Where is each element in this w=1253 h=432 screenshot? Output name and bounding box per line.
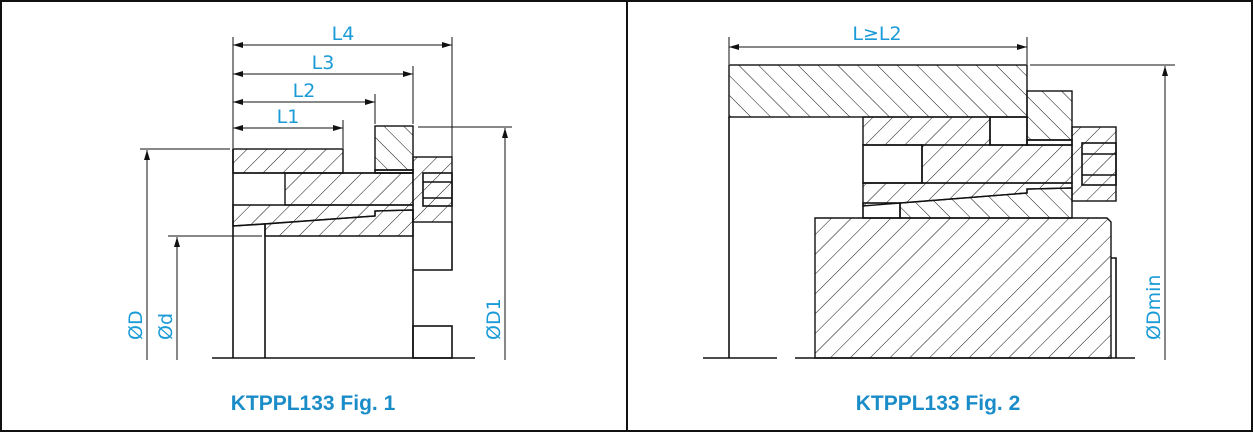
svg-text:L≥L2: L≥L2 — [852, 23, 901, 45]
svg-text:ØDmin: ØDmin — [1143, 275, 1165, 340]
figure-2: L≥L2 ØDmin KTPPL133 Fig. 2 — [703, 23, 1175, 415]
dim-L2: L2 — [233, 80, 375, 105]
dim-L1: L1 — [233, 106, 343, 131]
dim-d: Ød — [155, 235, 262, 360]
dim-L-ge-L2: L≥L2 — [729, 23, 1027, 50]
svg-text:Ød: Ød — [155, 313, 177, 340]
dim-L3: L3 — [233, 52, 413, 77]
svg-text:ØD: ØD — [125, 310, 147, 340]
svg-text:L2: L2 — [293, 80, 316, 102]
figure-1: L4 L3 L2 L1 — [125, 23, 512, 415]
figure-2-caption: KTPPL133 Fig. 2 — [856, 392, 1021, 415]
dim-D1: ØD1 — [418, 126, 512, 360]
svg-text:L4: L4 — [332, 23, 355, 45]
dim-D: ØD — [125, 148, 230, 360]
svg-text:L3: L3 — [312, 52, 335, 74]
dim-L4: L4 — [233, 23, 452, 48]
svg-text:ØD1: ØD1 — [483, 298, 505, 340]
svg-text:L1: L1 — [277, 106, 300, 128]
dim-Dmin: ØDmin — [1030, 64, 1175, 360]
figure-1-caption: KTPPL133 Fig. 1 — [231, 392, 396, 415]
